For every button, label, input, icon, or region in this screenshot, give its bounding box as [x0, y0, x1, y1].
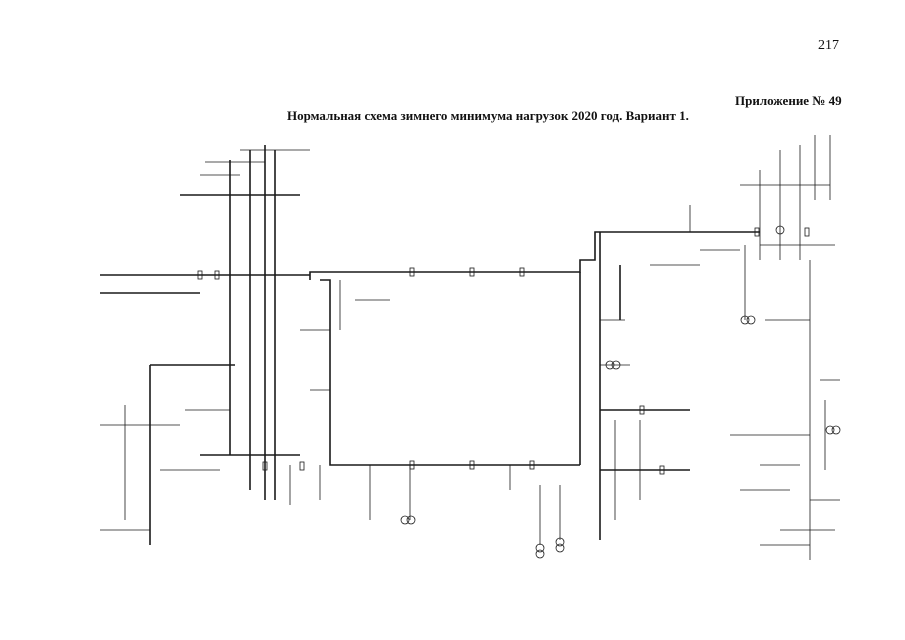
diagram-title: Нормальная схема зимнего минимума нагруз… — [287, 108, 689, 123]
west-buses — [100, 145, 310, 545]
central-feeders — [289, 280, 561, 545]
transformer-symbols — [400, 225, 841, 559]
switch-symbols — [197, 227, 810, 475]
east-section — [599, 135, 840, 560]
main-ring-north — [309, 231, 760, 466]
appendix-label: Приложение № 49 — [735, 93, 842, 108]
page-number: 217 — [818, 38, 839, 53]
